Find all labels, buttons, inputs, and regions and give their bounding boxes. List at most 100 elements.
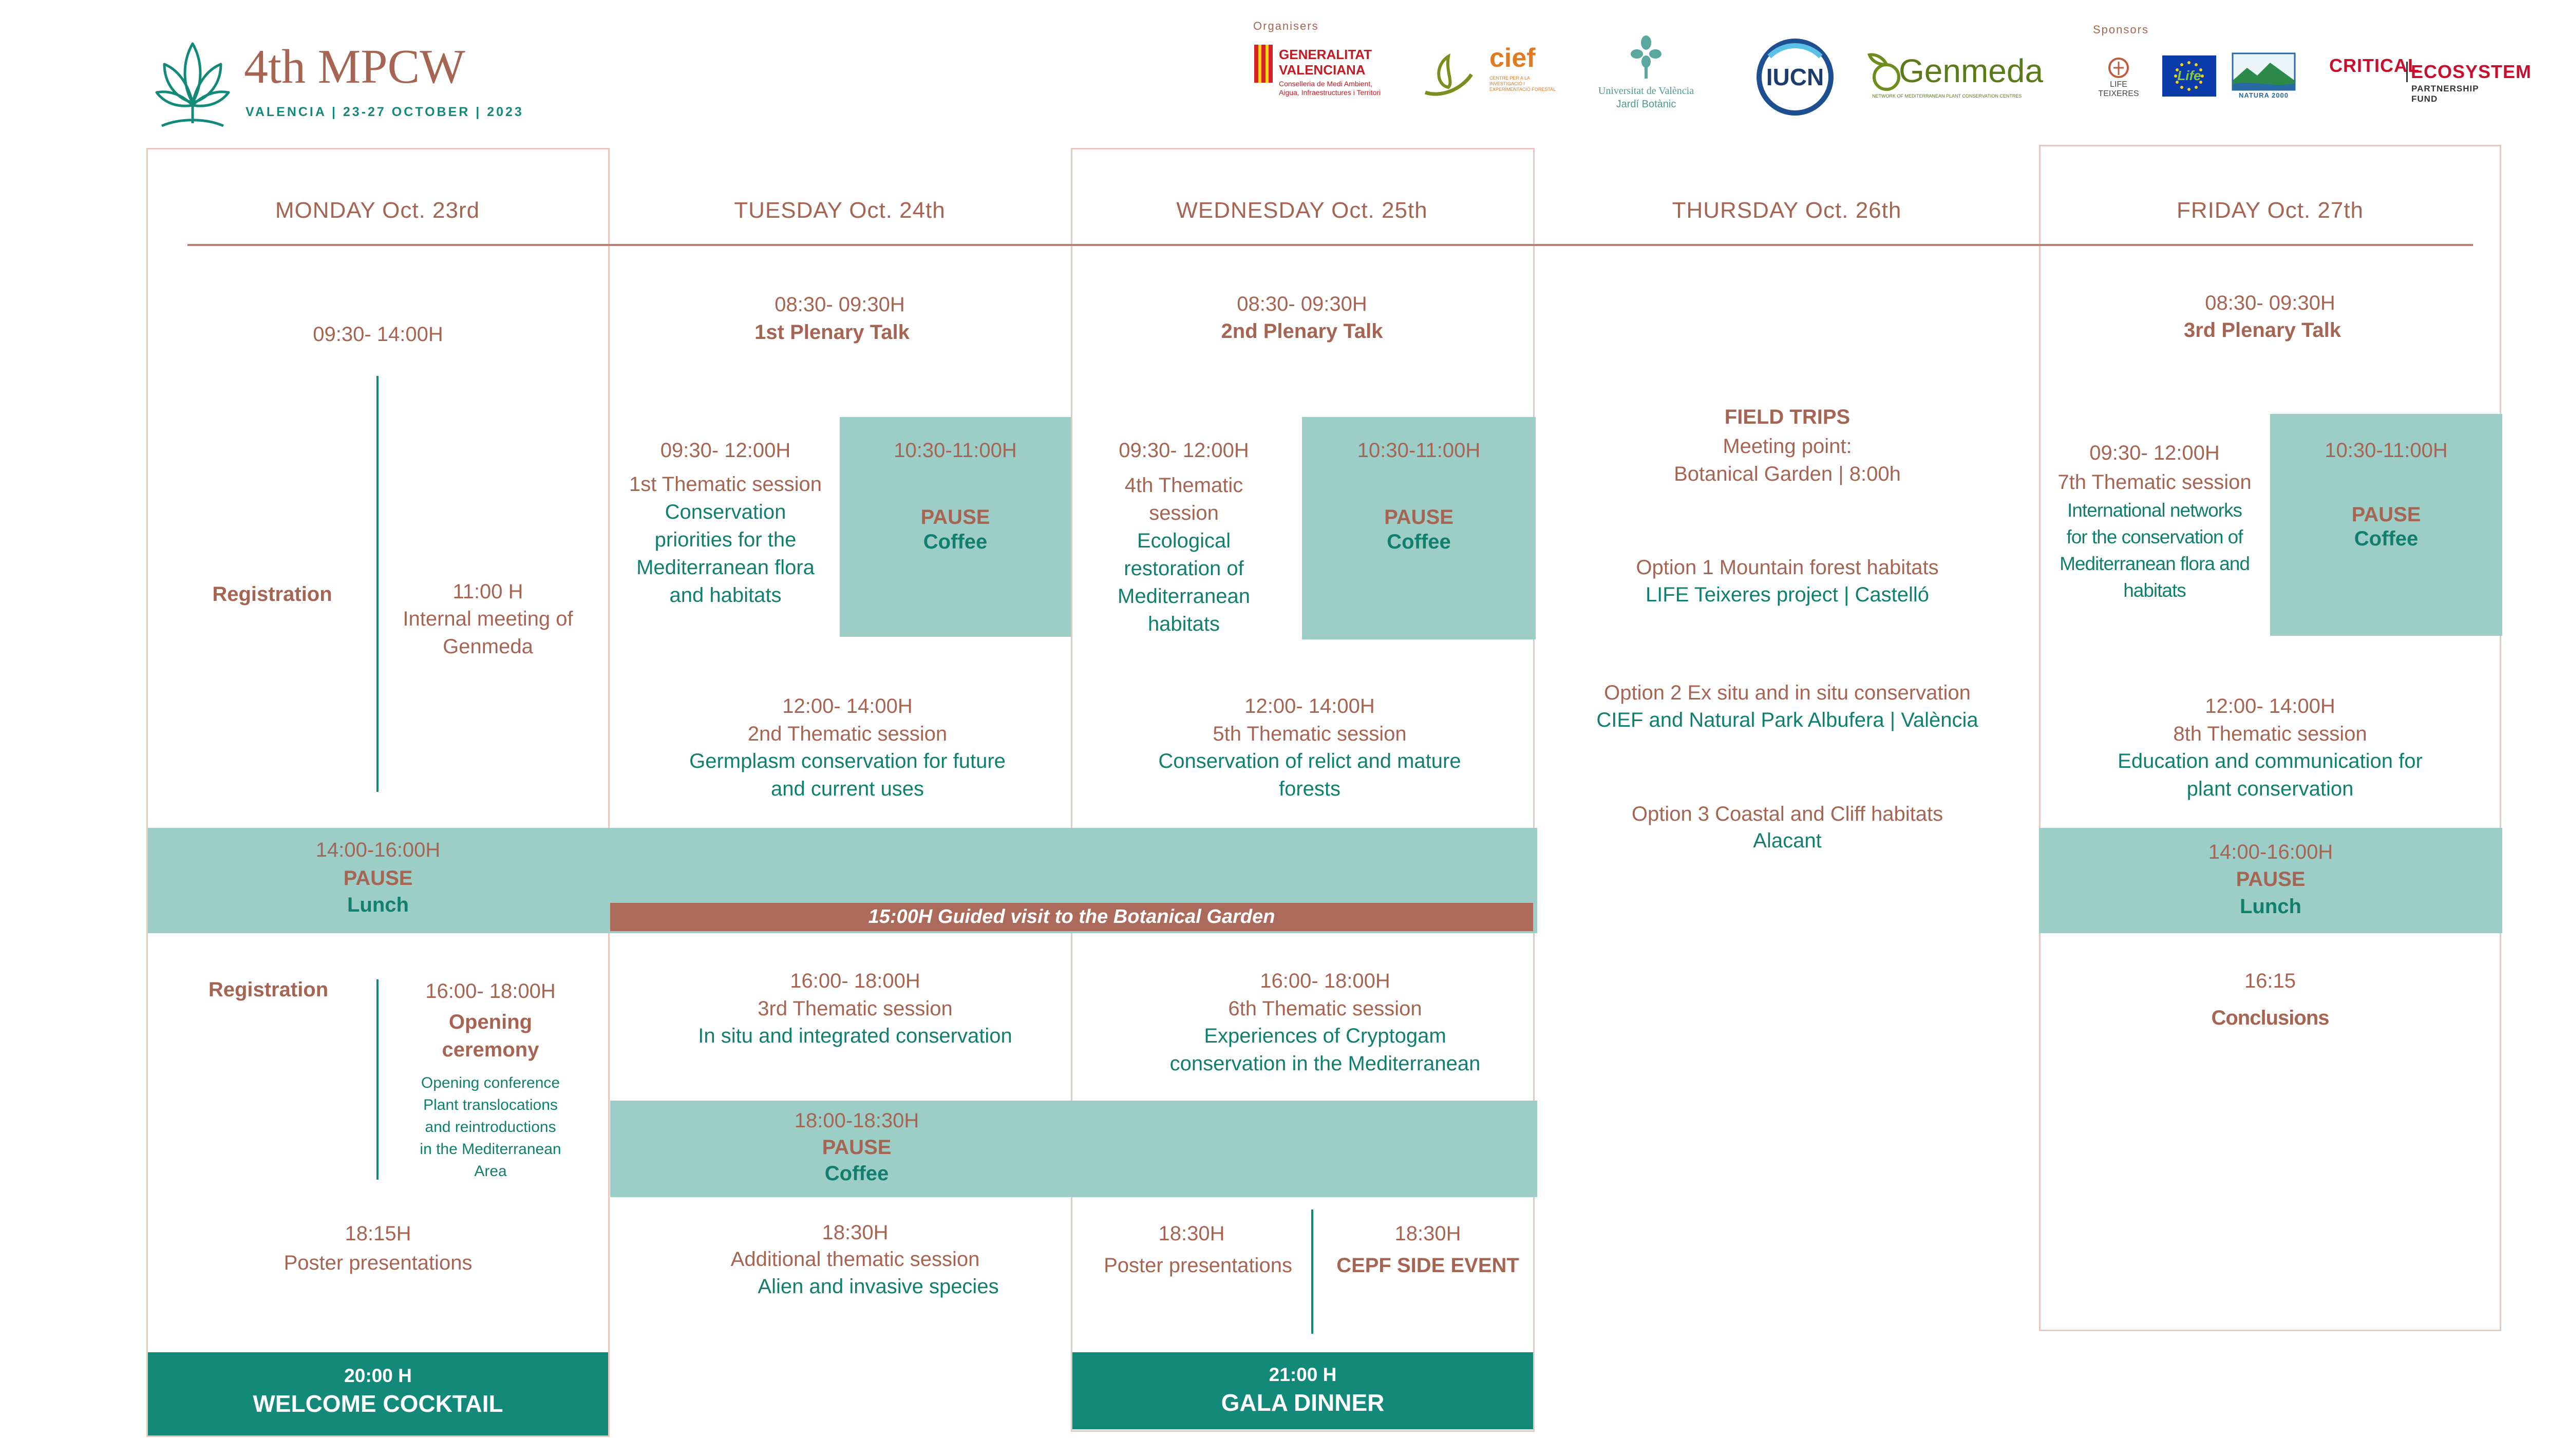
tue-s1-time: 09:30- 12:00H (660, 439, 791, 462)
event-title: 4th MPCW (244, 40, 465, 93)
mon-poster-title: Poster presentations (284, 1252, 473, 1274)
fri-coffee-box (2270, 414, 2502, 636)
natura-text: NATURA 2000 (2239, 91, 2289, 99)
fri-coffee-pause: PAUSE (2351, 503, 2421, 526)
fri-plenary-title: 3rd Plenary Talk (2183, 319, 2342, 342)
eu-life-logo: Life (2162, 55, 2216, 97)
guided-visit-banner (610, 903, 1533, 931)
fri-coffee-label: Coffee (2354, 527, 2419, 550)
wed-plenary-time: 08:30- 09:30H (1237, 293, 1367, 315)
tue-s3-label: 3rd Thematic session (758, 997, 953, 1020)
fri-conclusions-title: Conclusions (2211, 1007, 2329, 1029)
wed-s4-label: 4th Thematic session (1124, 474, 1243, 524)
guided-visit-text: 15:00H Guided visit to the Botanical Gar… (868, 906, 1275, 928)
mon-opening-time: 16:00- 18:00H (425, 980, 556, 1003)
mon-lunch-pause: PAUSE (343, 867, 413, 890)
welcome-cocktail-box (148, 1352, 608, 1435)
thu-opt1-place: LIFE Teixeres project | Castelló (1645, 583, 1930, 606)
thu-opt1-title: Option 1 Mountain forest habitats (1636, 556, 1939, 579)
life-teixeres-logo: LIFE TEIXERES (2093, 56, 2144, 103)
gva-name-1: GENERALITAT (1279, 47, 1372, 62)
life-teixeres-icon (2108, 58, 2129, 78)
tue-s3-title: In situ and integrated conservation (698, 1025, 1012, 1047)
genmeda-sprout-icon (1867, 53, 1900, 91)
wed-cepf-title: CEPF SIDE EVENT (1336, 1254, 1519, 1277)
header-divider (187, 244, 2473, 246)
wednesday-column (1071, 148, 1535, 1432)
wed-s6-label: 6th Thematic session (1228, 997, 1422, 1020)
fri-s7-label: 7th Thematic session (2057, 471, 2252, 494)
thu-opt2-title: Option 2 Ex situ and in situ conservatio… (1604, 682, 1971, 704)
tue-s2-title: Germplasm conservation for future and cu… (689, 750, 1006, 800)
tue-coffee2-time: 18:00-18:30H (794, 1109, 919, 1132)
iucn-globe-icon (1757, 39, 1834, 116)
event-logo (154, 36, 231, 128)
tue-coffee-pause: PAUSE (920, 506, 990, 528)
wed-coffee-box (1302, 417, 1536, 639)
tue-plenary-time: 08:30- 09:30H (775, 293, 905, 316)
eu-life-text: Life (2177, 68, 2201, 83)
thu-opt2-place: CIEF and Natural Park Albufera | Valènci… (1596, 709, 1978, 731)
fri-lunch-time: 14:00-16:00H (2208, 841, 2333, 863)
uv-plant-icon (1631, 35, 1661, 79)
mon-divider-pm (376, 979, 379, 1180)
mon-poster-time: 18:15H (345, 1222, 411, 1245)
fri-lunch-label: Lunch (2240, 895, 2301, 918)
fri-s7-title: International networks for the conservat… (2060, 500, 2250, 601)
wed-s5-title: Conservation of relict and mature forest… (1158, 750, 1461, 800)
eu-stars-icon (2174, 61, 2204, 91)
uv-name: Universitat de València (1598, 85, 1694, 97)
mon-lunch-label: Lunch (347, 894, 409, 916)
mon-cocktail-time: 20:00 H (344, 1365, 412, 1386)
wed-s5-time: 12:00- 14:00H (1244, 695, 1375, 717)
cepf-logo: CRITICAL ECOSYSTEM PARTNERSHIP FUND (2329, 55, 2531, 104)
genmeda-name: Genmeda (1899, 52, 2044, 89)
tue-coffee-box (840, 417, 1071, 637)
wed-cepf-time: 18:30H (1394, 1222, 1461, 1245)
thu-opt3-title: Option 3 Coastal and Cliff habitats (1631, 803, 1943, 825)
wed-poster-title: Poster presentations (1104, 1254, 1292, 1277)
lunch-band-fri (2039, 828, 2502, 933)
monday-column (146, 148, 610, 1437)
mon-genmeda-time: 11:00 H (452, 580, 523, 603)
fri-coffee-time: 10:30-11:00H (2325, 439, 2448, 462)
genmeda-sub: NETWORK OF MEDITERRANEAN PLANT CONSERVAT… (1872, 93, 2022, 99)
tue-s1-title: Conservation priorities for the Mediterr… (636, 501, 815, 607)
life-teixeres-text-2: TEIXERES (2098, 89, 2139, 98)
day-header-tuesday: TUESDAY Oct. 24th (734, 198, 946, 223)
uv-logo: Universitat de València Jardí Botànic (1574, 33, 1718, 116)
fri-lunch-pause: PAUSE (2236, 868, 2306, 891)
wed-gala-time: 21:00 H (1269, 1364, 1337, 1385)
tue-add-title: Alien and invasive species (758, 1275, 999, 1298)
wed-s6-title: Experiences of Cryptogam conservation in… (1169, 1025, 1481, 1075)
cief-sub: CENTRE PER A LA INVESTIGACIÓ I EXPERIMEN… (1489, 75, 1556, 92)
cief-swirl-icon (1424, 53, 1473, 96)
tue-coffee2-label: Coffee (824, 1162, 889, 1185)
iucn-text: IUCN (1766, 64, 1824, 90)
gva-dept: Conselleria de Medi Ambient, Aigua, Infr… (1279, 80, 1381, 97)
thu-field-title: FIELD TRIPS (1724, 406, 1851, 428)
wed-s4-title: Ecological restoration of Mediterranean … (1118, 530, 1250, 635)
tue-s3-time: 16:00- 18:00H (790, 970, 920, 992)
thu-meeting: Meeting point: Botanical Garden | 8:00h (1674, 435, 1901, 485)
fri-plenary-time: 08:30- 09:30H (2205, 292, 2335, 314)
mon-genmeda-title: Internal meeting of Genmeda (403, 608, 573, 658)
mon-registration-pm: Registration (208, 978, 329, 1001)
sponsors-label: Sponsors (2093, 23, 2149, 36)
tue-s2-time: 12:00- 14:00H (782, 695, 913, 717)
wed-poster-time: 18:30H (1158, 1222, 1225, 1245)
wed-s6-time: 16:00- 18:00H (1260, 970, 1390, 992)
cepf-ecosystem: ECOSYSTEM (2406, 62, 2532, 82)
fri-s8-time: 12:00- 14:00H (2205, 695, 2335, 717)
wed-s5-label: 5th Thematic session (1213, 723, 1407, 745)
tue-plenary-title: 1st Plenary Talk (754, 321, 910, 344)
cepf-fund: PARTNERSHIP FUND (2411, 84, 2479, 104)
natura-logo: NATURA 2000 (2232, 52, 2296, 101)
organisers-label: Organisers (1253, 20, 1319, 32)
iucn-logo: IUCN (1754, 36, 1836, 118)
wed-s4-time: 09:30- 12:00H (1119, 439, 1249, 462)
wed-coffee-pause: PAUSE (1384, 506, 1453, 528)
mon-cocktail-title: WELCOME COCKTAIL (253, 1390, 503, 1417)
cief-logo: cief CENTRE PER A LA INVESTIGACIÓ I EXPE… (1420, 44, 1559, 110)
tue-s2-label: 2nd Thematic session (747, 723, 948, 745)
